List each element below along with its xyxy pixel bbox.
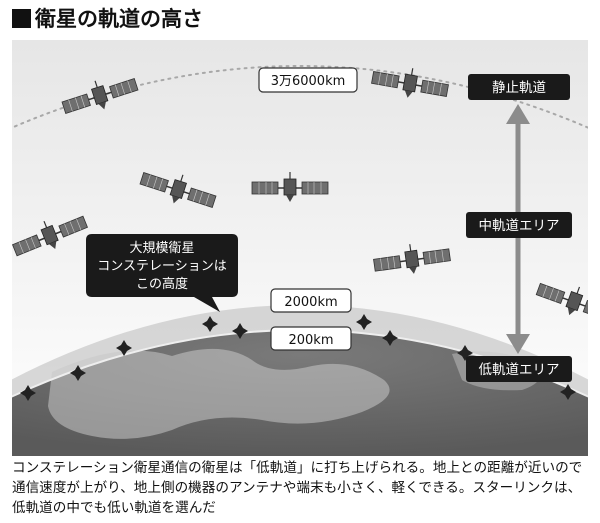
- leo-marker-icon: [70, 365, 86, 381]
- caption: コンステレーション衛星通信の衛星は「低軌道」に打ち上げられる。地上との距離が近い…: [12, 460, 583, 516]
- leo-marker-icon: [116, 340, 132, 356]
- callout-line-3: この高度: [136, 276, 188, 292]
- leo-band: [12, 305, 588, 404]
- title-text: 衛星の軌道の高さ: [35, 7, 203, 31]
- zone-geo-text: 静止軌道: [492, 80, 546, 96]
- upper-boundary-text: 2000km: [284, 295, 337, 310]
- earth-landmass: [48, 348, 390, 439]
- zone-label-meo: 中軌道エリア: [466, 212, 572, 238]
- upper-boundary-label: 2000km: [270, 288, 352, 313]
- leo-marker-icon: [356, 314, 372, 330]
- leo-marker-icon: [232, 323, 248, 339]
- leo-marker-icon: [457, 345, 473, 361]
- zone-label-geo: 静止軌道: [468, 74, 570, 100]
- callout-line-1: 大規模衛星: [129, 241, 194, 256]
- geo-altitude-label: 3万6000km: [258, 67, 358, 93]
- leo-marker-icon: [382, 330, 398, 346]
- lower-boundary-text: 200km: [288, 333, 333, 348]
- geo-altitude-text: 3万6000km: [271, 74, 346, 89]
- leo-marker-icon: [202, 316, 218, 332]
- title-square-icon: [12, 9, 31, 28]
- leo-marker-icon: [560, 384, 576, 400]
- callout-line-2: コンステレーションは: [97, 259, 226, 274]
- leo-marker-icon: [20, 385, 36, 401]
- zone-label-leo: 低軌道エリア: [466, 356, 572, 382]
- leo-markers: [20, 314, 576, 401]
- lower-boundary-label: 200km: [270, 326, 352, 351]
- constellation-callout: 大規模衛星 コンステレーションは この高度: [86, 234, 238, 312]
- orbit-diagram: 3万6000km 2000km 200km 大規模衛星 コンステレーションは こ…: [12, 40, 588, 456]
- page-title: 衛星の軌道の高さ: [12, 4, 203, 34]
- geo-orbit-line: [12, 65, 588, 129]
- zone-leo-text: 低軌道エリア: [479, 362, 560, 378]
- zone-meo-text: 中軌道エリア: [479, 218, 560, 234]
